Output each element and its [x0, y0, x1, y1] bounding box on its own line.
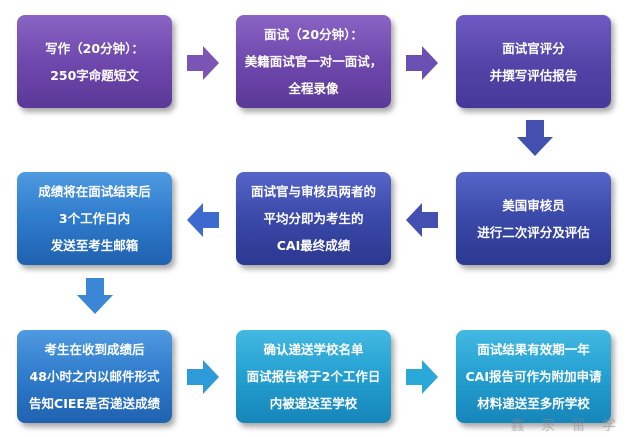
box-validity-line-1: 面试结果有效期一年: [477, 342, 590, 357]
box-validity-line-2: CAI报告可作为附加申请: [465, 369, 602, 384]
arrow-left-icon: [187, 203, 219, 237]
box-score-sent-line-3: 发送至考生邮箱: [50, 238, 139, 253]
arrow-right-icon: [187, 46, 219, 80]
box-final-score-line-2: 平均分即为考生的: [263, 211, 364, 226]
box-candidate-notify-line-1: 考生在收到成绩后: [44, 342, 145, 357]
box-candidate-notify-line-2: 48小时之内以邮件形式: [29, 369, 160, 384]
box-interview-line-2: 美籍面试官一对一面试，: [244, 54, 383, 69]
box-candidate-notify-line-3: 告知CIEE是否递送成绩: [29, 396, 160, 411]
box-validity: 面试结果有效期一年 CAI报告可作为附加申请 材料递送至多所学校: [456, 330, 611, 423]
box-writing-line-1: 写作（20分钟）：: [45, 40, 144, 56]
box-confirm-schools-line-2: 面试报告将于2个工作日: [246, 369, 381, 384]
box-writing: 写作（20分钟）： 250字命题短文: [17, 15, 172, 108]
box-writing-line-2: 250字命题短文: [50, 67, 139, 83]
box-final-score: 面试官与审核员两者的 平均分即为考生的 CAI最终成绩: [236, 172, 391, 265]
box-confirm-schools: 确认递送学校名单 面试报告将于2个工作日 内被递送至学校: [236, 330, 391, 423]
watermark: 鑫 泉 留 学: [510, 418, 622, 434]
box-interviewer-eval-line-1: 面试官评分: [502, 40, 565, 56]
box-final-score-line-3: CAI最终成绩: [276, 238, 351, 253]
box-score-sent: 成绩将在面试结束后 3个工作日内 发送至考生邮箱: [17, 172, 172, 265]
box-interviewer-eval: 面试官评分 并撰写评估报告: [456, 15, 611, 108]
box-interview-line-1: 面试（20分钟）：: [264, 27, 363, 42]
arrow-down-icon: [77, 278, 113, 314]
box-us-reviewer-line-2: 进行二次评分及评估: [477, 224, 590, 240]
box-us-reviewer: 美国审核员 进行二次评分及评估: [456, 172, 611, 265]
box-interview: 面试（20分钟）： 美籍面试官一对一面试， 全程录像: [236, 15, 391, 108]
box-us-reviewer-line-1: 美国审核员: [502, 197, 565, 213]
box-validity-line-3: 材料递送至多所学校: [477, 396, 590, 411]
arrow-right-icon: [406, 46, 438, 80]
box-interview-line-3: 全程录像: [288, 81, 339, 96]
box-final-score-line-1: 面试官与审核员两者的: [250, 184, 376, 199]
box-score-sent-line-1: 成绩将在面试结束后: [38, 184, 151, 199]
box-confirm-schools-line-1: 确认递送学校名单: [263, 342, 364, 357]
arrow-down-icon: [517, 120, 553, 156]
arrow-left-icon: [406, 203, 438, 237]
box-confirm-schools-line-3: 内被递送至学校: [269, 396, 358, 411]
arrow-right-icon: [406, 360, 438, 394]
box-interviewer-eval-line-2: 并撰写评估报告: [489, 67, 578, 83]
box-score-sent-line-2: 3个工作日内: [58, 211, 131, 226]
arrow-right-icon: [187, 360, 219, 394]
box-candidate-notify: 考生在收到成绩后 48小时之内以邮件形式 告知CIEE是否递送成绩: [17, 330, 172, 423]
